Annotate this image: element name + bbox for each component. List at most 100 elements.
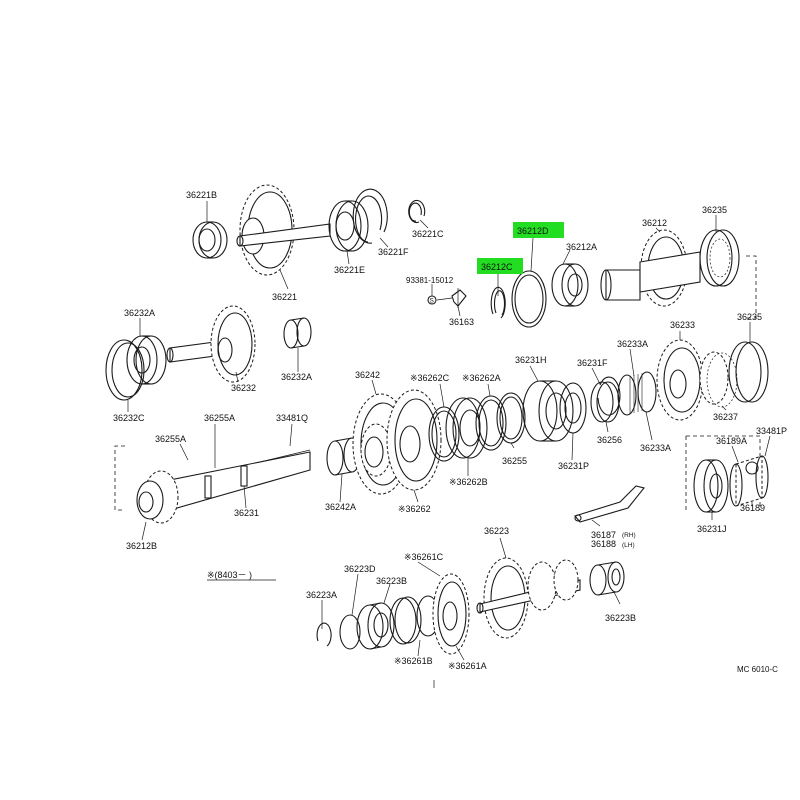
bearing-36223b <box>356 602 395 650</box>
needle-bearing-36233a <box>617 371 657 416</box>
highlight-36212d <box>513 222 564 238</box>
sleeve-36262b <box>445 397 488 459</box>
label-36221f[interactable]: 36221F <box>378 247 409 257</box>
label-36262a[interactable]: ※36262A <box>462 373 501 383</box>
label-36212[interactable]: 36212 <box>642 218 667 228</box>
label-36223d[interactable]: 36223D <box>344 564 376 574</box>
label-36221c[interactable]: 36221C <box>412 229 444 239</box>
gear-36232 <box>166 305 256 383</box>
label-36232c[interactable]: 36232C <box>113 413 145 423</box>
bracket-right-top <box>746 255 757 319</box>
snap-ring-36223d <box>339 614 361 650</box>
label-36212b[interactable]: 36212B <box>126 541 157 551</box>
bearing-36221b <box>192 221 228 259</box>
label-36231f[interactable]: 36231F <box>577 358 608 368</box>
bracket-right-mid <box>685 435 761 510</box>
bearing-36212a <box>551 263 589 307</box>
label-36233[interactable]: 36233 <box>670 320 695 330</box>
label-36212d[interactable]: 36212D <box>517 226 549 236</box>
needle-bearing-36223b <box>589 561 625 596</box>
label-36255a-mid[interactable]: 36255A <box>204 413 235 423</box>
svg-text:S: S <box>430 298 435 305</box>
label-36188-lh: (LH) <box>622 542 635 549</box>
gear-36189 <box>729 455 769 507</box>
label-36261b[interactable]: ※36261B <box>394 656 433 666</box>
gear-36262 <box>386 389 442 491</box>
label-36223a[interactable]: 36223A <box>306 590 337 600</box>
label-36187-rh: (RH) <box>622 532 636 539</box>
label-36255[interactable]: 36255 <box>502 456 527 466</box>
gear-36261a <box>432 573 470 655</box>
label-36233a-bottom[interactable]: 36233A <box>640 443 671 453</box>
label-33481p[interactable]: 33481P <box>756 426 787 436</box>
label-36232a-right[interactable]: 36232A <box>281 372 312 382</box>
key-36163 <box>451 288 467 308</box>
label-36255a-left[interactable]: 36255A <box>155 434 186 444</box>
ring-36212d <box>511 270 547 328</box>
label-36231j[interactable]: 36231J <box>697 524 727 534</box>
bearing-36221e <box>328 200 369 252</box>
label-36221e[interactable]: 36221E <box>334 265 365 275</box>
label-36262[interactable]: ※36262 <box>398 504 431 514</box>
gear-36221 <box>236 184 331 276</box>
label-36256[interactable]: 36256 <box>597 435 622 445</box>
shaft-36212 <box>600 229 701 307</box>
label-36262c[interactable]: ※36262C <box>410 373 450 383</box>
label-36233a-top[interactable]: 36233A <box>617 339 648 349</box>
snap-ring-36221c <box>408 199 426 223</box>
highlight-36212c <box>477 258 523 274</box>
leader-lines <box>127 201 771 661</box>
ring-36262a <box>475 395 507 451</box>
label-36188[interactable]: 36188 <box>591 539 616 549</box>
label-36231h[interactable]: 36231H <box>515 355 547 365</box>
ring-36255 <box>496 392 526 444</box>
ring-36256 <box>590 381 620 423</box>
bearing-36231h <box>522 380 574 442</box>
label-36261c[interactable]: ※36261C <box>404 552 444 562</box>
note-serial-range: ※(8403－ ) <box>207 570 252 580</box>
label-36223b-left[interactable]: 36223B <box>376 576 407 586</box>
label-36262b[interactable]: ※36262B <box>449 477 488 487</box>
label-36189a[interactable]: 36189A <box>716 436 747 446</box>
label-36223b-right[interactable]: 36223B <box>605 613 636 623</box>
snap-ring-36221f <box>352 188 388 244</box>
label-36221b[interactable]: 36221B <box>186 190 217 200</box>
label-33481q[interactable]: 33481Q <box>276 413 308 423</box>
label-36231[interactable]: 36231 <box>234 508 259 518</box>
ball-93381-15012: S <box>427 295 437 305</box>
bracket-left-mid <box>114 445 125 511</box>
shaft-36231 <box>136 449 311 524</box>
label-36242[interactable]: 36242 <box>355 370 380 380</box>
label-36261a[interactable]: ※36261A <box>448 661 487 671</box>
snap-ring-36223a <box>316 622 332 647</box>
snap-ring-36232c <box>105 339 145 401</box>
label-36163[interactable]: 36163 <box>449 317 474 327</box>
bearing-36231j <box>693 459 729 513</box>
snap-ring-36212c <box>490 286 506 319</box>
label-36235-mid[interactable]: 36235 <box>737 312 762 322</box>
label-36237[interactable]: 36237 <box>713 412 738 422</box>
shift-arm-36187 <box>574 485 645 523</box>
label-36212a[interactable]: 36212A <box>566 242 597 252</box>
label-36221[interactable]: 36221 <box>272 292 297 302</box>
synchro-ring-36235-top <box>699 229 740 287</box>
label-36242a[interactable]: 36242A <box>325 502 356 512</box>
label-36187[interactable]: 36187 <box>591 530 616 540</box>
gear-36233 <box>656 339 729 421</box>
label-36212c[interactable]: 36212C <box>481 262 513 272</box>
label-93381-15012[interactable]: 93381-15012 <box>406 276 454 285</box>
snap-ring-36231f <box>597 376 621 416</box>
label-36231p[interactable]: 36231P <box>558 461 589 471</box>
needle-bearing-36232a <box>283 317 312 349</box>
label-36235-top[interactable]: 36235 <box>702 205 727 215</box>
bearing-36232a <box>126 335 167 385</box>
label-36223[interactable]: 36223 <box>484 526 509 536</box>
ring-36261b <box>389 595 440 645</box>
label-36232[interactable]: 36232 <box>231 383 256 393</box>
label-36232a-left[interactable]: 36232A <box>124 308 155 318</box>
diagram-code: MC 6010-C <box>737 665 778 674</box>
label-36189[interactable]: 36189 <box>740 503 765 513</box>
ring-36235-mid <box>728 341 769 403</box>
